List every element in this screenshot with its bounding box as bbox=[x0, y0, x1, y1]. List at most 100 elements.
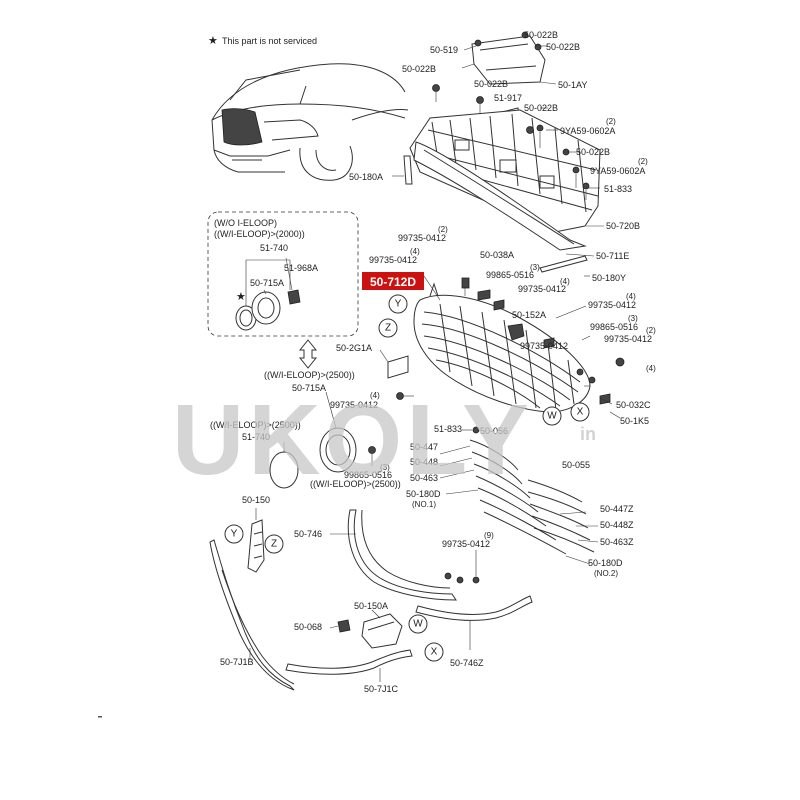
part-label: 50-2G1A bbox=[336, 343, 372, 353]
qty-label: (9) bbox=[484, 531, 494, 540]
part-label: 51-833 bbox=[434, 424, 462, 434]
option-notes: ((W/I-ELOOP)>(2500)) ((W/I-ELOOP)>(2500)… bbox=[210, 370, 401, 489]
part-label: 50-180D bbox=[406, 489, 441, 499]
part-label: 50-448 bbox=[410, 457, 438, 467]
highlighted-part-badge[interactable]: 50-712D bbox=[362, 272, 424, 290]
part-label: 99735-0412 bbox=[518, 284, 566, 294]
callout-x-bottom bbox=[424, 642, 444, 662]
up-down-arrow-icon bbox=[298, 339, 318, 369]
part-label: 99735-0412 bbox=[398, 233, 446, 243]
part-label: 50-463 bbox=[410, 473, 438, 483]
option-w-ieloop-2500: ((W/I-ELOOP)>(2500)) bbox=[264, 370, 355, 380]
qty-label: (2) bbox=[646, 326, 656, 335]
part-label: 50-055 bbox=[562, 460, 590, 470]
qty-label: (4) bbox=[646, 364, 656, 373]
option-wo-ieloop: (W/O I-ELOOP) bbox=[214, 218, 277, 228]
part-label: 99735-0412 bbox=[604, 334, 652, 344]
part-label: 51-740 bbox=[242, 432, 270, 442]
qty-label: (4) bbox=[560, 277, 570, 286]
part-label: 50-448Z bbox=[600, 520, 634, 530]
highlight-label[interactable]: 50-712D bbox=[370, 275, 416, 289]
callout-y-bottom bbox=[224, 524, 244, 544]
part-label: 50-038A bbox=[480, 250, 514, 260]
qty-label: (3) bbox=[530, 263, 540, 272]
quantity-labels: (2) (2) (2) (4) (3) (4) (4) (3) (2) (4) … bbox=[370, 117, 656, 540]
ieloop-emblem-box: (W/O I-ELOOP) ((W/I-ELOOP)>(2000)) ★ bbox=[207, 211, 359, 337]
part-label: 50-1K5 bbox=[620, 416, 649, 426]
part-label: 50-711E bbox=[596, 251, 629, 261]
part-label: 50-1AY bbox=[558, 80, 587, 90]
grille-moldings bbox=[469, 439, 595, 555]
svg-text:W: W bbox=[413, 619, 423, 630]
part-label: 50-7J1B bbox=[220, 657, 254, 667]
qty-label: (4) bbox=[370, 391, 380, 400]
part-label: 51-833 bbox=[604, 184, 632, 194]
part-label: 99735-0412 bbox=[330, 400, 378, 410]
svg-text:W: W bbox=[547, 411, 557, 422]
part-label: 50-022B bbox=[402, 64, 436, 74]
part-label: 51-740 bbox=[260, 243, 288, 253]
part-label: 50-463Z bbox=[600, 537, 634, 547]
part-label: (NO.2) bbox=[594, 569, 618, 578]
part-label: 51-917 bbox=[494, 93, 522, 103]
part-label: 50-068 bbox=[294, 622, 322, 632]
grille-hardware bbox=[368, 277, 625, 466]
watermark-text: UKOLY bbox=[172, 384, 533, 496]
part-label: 50-022B bbox=[474, 79, 508, 89]
part-label: 50-180D bbox=[588, 558, 623, 568]
upper-shroud-assembly bbox=[403, 31, 601, 273]
svg-text:Y: Y bbox=[395, 299, 402, 310]
not-serviced-note: ★ This part is not serviced bbox=[208, 35, 317, 47]
page-mark bbox=[98, 716, 102, 718]
star-icon: ★ bbox=[208, 35, 218, 47]
qty-label: (2) bbox=[438, 225, 448, 234]
watermark-suffix: in bbox=[580, 424, 596, 444]
part-label: 99735-0412 bbox=[588, 300, 636, 310]
option-w-ieloop-2000: ((W/I-ELOOP)>(2000)) bbox=[214, 229, 305, 239]
part-label: 99865-0516 bbox=[486, 270, 534, 280]
svg-text:X: X bbox=[431, 647, 438, 658]
part-label: 99735-0412 bbox=[442, 539, 490, 549]
callout-w-top bbox=[542, 406, 562, 426]
note-text: This part is not serviced bbox=[222, 36, 317, 46]
part-label: 99865-0516 bbox=[344, 470, 392, 480]
highlight-box[interactable] bbox=[362, 272, 424, 290]
part-label: 9YA59-0602A bbox=[590, 166, 645, 176]
svg-text:Y: Y bbox=[231, 529, 238, 540]
part-label: 50-032C bbox=[616, 400, 651, 410]
callouts: Y Z W X Y Z W X bbox=[224, 294, 590, 662]
part-label: 50-447Z bbox=[600, 504, 634, 514]
svg-text:X: X bbox=[577, 407, 584, 418]
part-label: (NO.1) bbox=[412, 500, 436, 509]
qty-label: (4) bbox=[626, 292, 636, 301]
part-label: 50-180A bbox=[349, 172, 383, 182]
part-label: 99865-0516 bbox=[590, 322, 638, 332]
svg-text:Z: Z bbox=[385, 323, 391, 334]
ieloop-emblem-lower bbox=[269, 391, 357, 489]
watermark: UKOLY in bbox=[172, 384, 596, 496]
part-labels: 50-022B 50-519 50-022B 50-022B 50-1AY 50… bbox=[220, 30, 652, 694]
qty-label: (4) bbox=[410, 247, 420, 256]
option-wi-eloop-2500: ((W/I-ELOOP)>(2500)) bbox=[210, 420, 301, 430]
callout-w-bottom bbox=[408, 614, 428, 634]
svg-text:Z: Z bbox=[271, 539, 277, 550]
part-label: 50-746 bbox=[294, 529, 322, 539]
part-label: 50-022B bbox=[576, 147, 610, 157]
part-label: 50-152A bbox=[512, 310, 546, 320]
qty-label: (3) bbox=[628, 314, 638, 323]
part-label: 50-150 bbox=[242, 495, 270, 505]
callout-z-top bbox=[378, 318, 398, 338]
part-label: 50-715A bbox=[250, 278, 284, 288]
part-label: 50-056 bbox=[480, 426, 508, 436]
part-label: 50-746Z bbox=[450, 658, 484, 668]
star-icon: ★ bbox=[236, 291, 246, 303]
part-label: 50-7J1C bbox=[364, 684, 399, 694]
part-label: 50-180Y bbox=[592, 273, 626, 283]
callout-y-top bbox=[388, 294, 408, 314]
part-label: 50-150A bbox=[354, 601, 388, 611]
vehicle-illustration bbox=[211, 63, 409, 181]
part-label: 50-519 bbox=[430, 45, 458, 55]
part-label: 50-715A bbox=[292, 383, 326, 393]
part-label: 50-022B bbox=[524, 103, 558, 113]
